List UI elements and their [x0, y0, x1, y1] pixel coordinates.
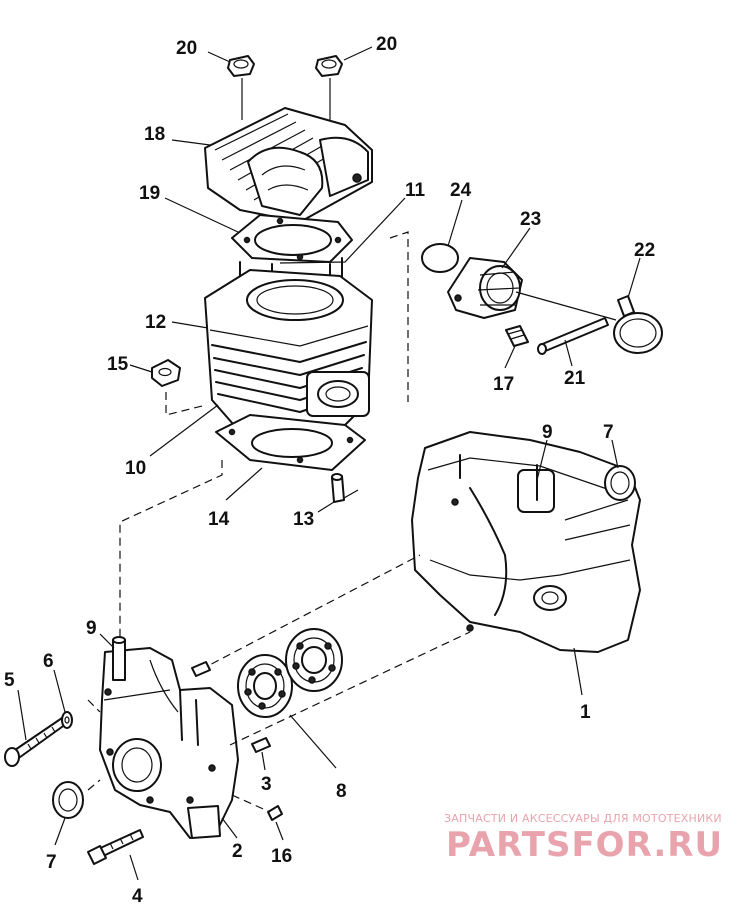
o-ring-24 — [421, 243, 459, 273]
callout-24: 24 — [450, 180, 472, 201]
dowel-pin-3b — [251, 737, 271, 753]
watermark-tagline: ЗАПЧАСТИ И АКСЕССУАРЫ ДЛЯ МОТОТЕХНИКИ — [444, 812, 722, 825]
head-gasket — [231, 214, 353, 263]
callout-3: 3 — [261, 774, 272, 795]
intake-manifold — [447, 257, 523, 319]
cap-nut-left — [227, 55, 255, 77]
callout-9-left: 9 — [86, 618, 97, 639]
oil-seal-right — [604, 465, 636, 501]
bolt-17 — [505, 325, 529, 347]
callout-12: 12 — [145, 312, 166, 333]
cylinder-head — [204, 107, 373, 223]
crankcase-right — [411, 431, 641, 653]
callout-16: 16 — [271, 846, 292, 867]
callout-9-right: 9 — [542, 422, 553, 443]
callout-1: 1 — [580, 702, 591, 723]
callout-2: 2 — [232, 841, 243, 862]
callout-7-right: 7 — [603, 422, 614, 443]
callout-6: 6 — [43, 651, 54, 672]
callout-5: 5 — [4, 670, 15, 691]
dowel-pin-13 — [331, 473, 359, 503]
washer-6 — [61, 711, 73, 729]
callout-7-left: 7 — [46, 852, 57, 873]
cap-nut-right — [315, 55, 343, 77]
callout-14: 14 — [208, 509, 230, 530]
oil-seal-left — [52, 781, 84, 819]
callout-11: 11 — [405, 180, 426, 201]
callout-23: 23 — [520, 209, 541, 230]
leader-lines — [17, 46, 641, 881]
callout-19: 19 — [139, 183, 160, 204]
callout-22: 22 — [634, 240, 655, 261]
bolt-5 — [4, 717, 67, 767]
callout-4: 4 — [132, 886, 143, 905]
cap-nut-15 — [151, 359, 181, 387]
callout-17: 17 — [493, 374, 514, 395]
callout-8: 8 — [336, 781, 347, 802]
callout-18: 18 — [144, 124, 165, 145]
hose-clamp-22 — [515, 291, 663, 354]
callout-13: 13 — [293, 509, 314, 530]
dowel-pin-3a — [191, 661, 211, 677]
callout-21: 21 — [564, 368, 586, 389]
bearing-right — [285, 628, 343, 692]
bolt-4 — [87, 829, 144, 865]
screw-21 — [537, 317, 609, 355]
callout-10: 10 — [125, 458, 146, 479]
crankcase-left — [99, 636, 239, 839]
callout-20-left: 20 — [176, 38, 197, 59]
callout-15: 15 — [107, 354, 129, 375]
screw-16 — [231, 794, 283, 821]
callout-20-right: 20 — [376, 34, 397, 55]
bearing-left — [237, 654, 293, 718]
watermark-logo: PARTSFOR.RU — [446, 825, 723, 865]
base-gasket — [215, 414, 366, 471]
cylinder — [204, 269, 373, 441]
